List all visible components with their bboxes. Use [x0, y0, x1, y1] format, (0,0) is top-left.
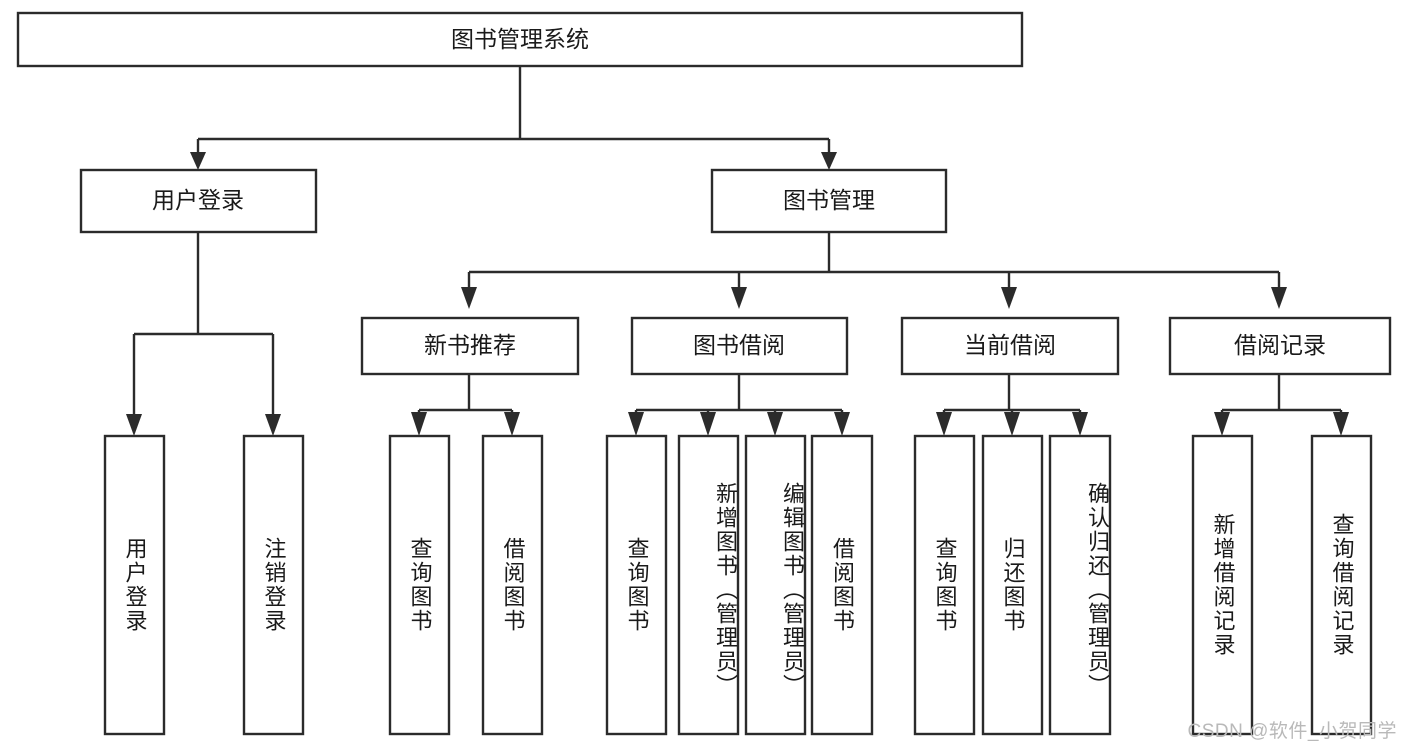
node-book-borrow[interactable]	[630, 316, 849, 376]
arrowhead-bb-leaf-2	[700, 412, 716, 436]
node-root-system-label: 图书管理系统	[451, 26, 589, 52]
arrowhead-bb-leaf-4	[834, 412, 850, 436]
node-current-borrow-label: 当前借阅	[964, 332, 1056, 358]
arrowhead-br-leaf-1	[1214, 412, 1230, 436]
node-leaf-query-book-nbr[interactable]	[388, 434, 451, 736]
node-borrow-record-label: 借阅记录	[1234, 332, 1326, 358]
node-book-management[interactable]	[710, 168, 948, 234]
node-layer: 图书管理系统 用户登录 图书管理 新书推荐 图书借阅 当前借阅 借阅记录	[16, 11, 1392, 736]
arrowhead-leaf-logout	[265, 414, 281, 436]
arrowhead-cb-leaf-2	[1004, 412, 1020, 436]
arrowhead-nbr-leaf-1	[411, 412, 427, 436]
node-new-book-recommend[interactable]	[360, 316, 580, 376]
arrowhead-leaf-user-login	[126, 414, 142, 436]
arrowhead-book-borrow	[731, 287, 747, 309]
arrowhead-bb-leaf-3	[767, 412, 783, 436]
node-leaf-query-borrow-record[interactable]	[1310, 434, 1373, 736]
node-leaf-borrow-book-nbr[interactable]	[481, 434, 544, 736]
node-leaf-confirm-return-admin[interactable]	[1048, 434, 1112, 736]
arrowhead-br-leaf-2	[1333, 412, 1349, 436]
node-leaf-add-book-admin[interactable]	[677, 434, 740, 736]
node-leaf-add-borrow-record[interactable]	[1191, 434, 1254, 736]
arrowhead-current-borrow	[1001, 287, 1017, 309]
node-book-borrow-label: 图书借阅	[693, 332, 785, 358]
node-root-system[interactable]	[16, 11, 1024, 68]
node-leaf-return-book[interactable]	[981, 434, 1044, 736]
node-borrow-record[interactable]	[1168, 316, 1392, 376]
node-new-book-recommend-label: 新书推荐	[424, 332, 516, 358]
arrowhead-new-book-rec	[461, 287, 477, 309]
arrowhead-nbr-leaf-2	[504, 412, 520, 436]
node-leaf-query-book-cb[interactable]	[913, 434, 976, 736]
arrowhead-cb-leaf-3	[1072, 412, 1088, 436]
node-leaf-logout[interactable]	[242, 434, 305, 736]
node-leaf-user-login[interactable]	[103, 434, 166, 736]
node-user-login-label: 用户登录	[152, 187, 244, 213]
node-user-login[interactable]	[79, 168, 318, 234]
node-leaf-edit-book-admin[interactable]	[744, 434, 807, 736]
connector-layer	[126, 66, 1349, 436]
arrowhead-bb-leaf-1	[628, 412, 644, 436]
node-leaf-query-book-bb[interactable]	[605, 434, 668, 736]
arrowhead-user-login	[190, 152, 206, 170]
node-current-borrow[interactable]	[900, 316, 1120, 376]
arrowhead-cb-leaf-1	[936, 412, 952, 436]
arrowhead-book-manage	[821, 152, 837, 170]
node-leaf-borrow-book-bb[interactable]	[810, 434, 874, 736]
arrowhead-borrow-record	[1271, 287, 1287, 309]
csdn-watermark: CSDN @软件_小贺同学	[1187, 721, 1397, 742]
node-book-management-label: 图书管理	[783, 187, 875, 213]
